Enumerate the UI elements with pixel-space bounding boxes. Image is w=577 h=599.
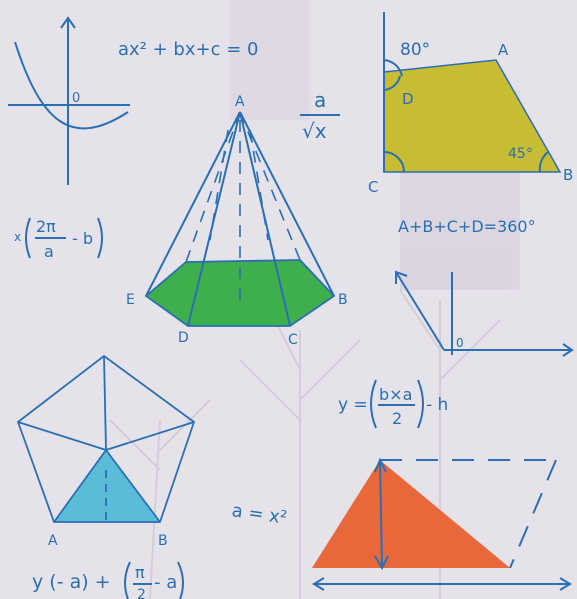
quad-angle-top: 80° (400, 40, 430, 60)
pentagon-diagram (16, 354, 196, 523)
y-expr-open-paren (370, 379, 377, 429)
bottom-expr-close-paren (177, 561, 184, 599)
pentagon-shaded-triangle (54, 450, 160, 522)
x-expr-denominator: a (44, 242, 54, 261)
pentagon-label-a: A (48, 533, 58, 549)
x-expr-close-paren (97, 217, 103, 259)
quad-label-c: C (368, 178, 378, 196)
angle-d-arc-upper (383, 59, 403, 77)
x-expr-prefix: x (14, 230, 21, 244)
quad-label-b: B (563, 166, 573, 184)
y-expr-numerator: b×a (379, 385, 412, 404)
angle-c-arc (383, 151, 405, 173)
pentagonal-pyramid (144, 111, 336, 327)
triangle-parallelogram (312, 457, 572, 591)
bottom-expr-numerator: π (135, 563, 145, 582)
a-equals-x-squared: a = x² (230, 500, 288, 529)
x-expr-suffix: - b (72, 229, 93, 248)
bottom-expr-denominator: 2 (137, 587, 146, 599)
pyramid-label-e: E (126, 292, 135, 308)
parabola-curve (14, 41, 129, 130)
parallelogram-dashed (380, 459, 557, 569)
angle-sum-formula: A+B+C+D=360° (398, 217, 536, 236)
pyramid-label-d: D (178, 330, 189, 346)
quad-angle-right: 45° (508, 146, 533, 162)
quadrilateral-fill (383, 59, 562, 173)
pentagon-outline (16, 354, 196, 523)
angle-b-arc (538, 151, 549, 173)
quad-label-a: A (498, 41, 509, 59)
fraction-denominator: √x (302, 119, 327, 143)
bottom-expr-open-paren (124, 561, 131, 599)
bottom-expr-left: y (- a) + (32, 571, 111, 593)
axes-origin-label: 0 (456, 336, 464, 350)
quadratic-formula: ax² + bx+c = 0 (118, 39, 258, 60)
triangle-height (379, 461, 383, 567)
y-expr-right: - h (426, 395, 448, 415)
pyramid-label-a: A (235, 94, 245, 110)
pentagon-label-b: B (158, 533, 168, 549)
x-expr-numerator: 2π (36, 217, 56, 236)
graph-y-arrow (60, 16, 76, 29)
y-expr-close-paren (417, 379, 424, 429)
bottom-expr-right: - a (154, 572, 177, 593)
angle-d-arc (383, 75, 401, 91)
y-expr-left: y = (338, 395, 368, 415)
pyramid-label-b: B (338, 292, 348, 308)
x-expr-open-paren (25, 217, 31, 259)
fraction-numerator: a (314, 88, 326, 112)
graph-origin-label: 0 (72, 91, 80, 106)
triangle-fill (312, 460, 510, 568)
oblique-axes (395, 270, 574, 357)
parabola-graph (8, 16, 130, 185)
quadrilateral (383, 12, 562, 173)
pyramid-label-c: C (288, 332, 298, 348)
y-expr-denominator: 2 (392, 409, 402, 428)
quad-label-d: D (402, 90, 414, 108)
